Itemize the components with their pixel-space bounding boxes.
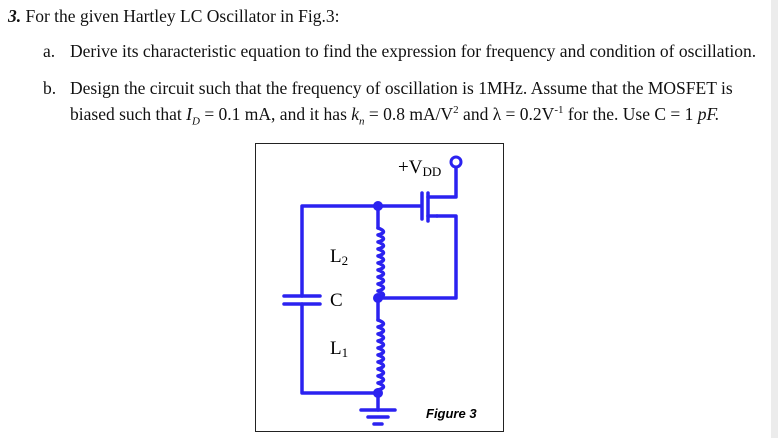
inductor-l1 <box>376 318 386 392</box>
l1-label: L1 <box>330 338 348 360</box>
junction-bottom <box>373 388 383 398</box>
question-stem-text: For the given Hartley LC Oscillator in F… <box>25 6 340 26</box>
pf-unit: pF. <box>697 103 720 124</box>
wire-left-top <box>300 204 380 298</box>
junction-mid <box>373 293 383 303</box>
lambda-exp: -1 <box>554 104 564 116</box>
kn-value: = 0.8 mA/V <box>364 103 454 124</box>
kn-sub: n <box>359 115 365 128</box>
part-b-line1-text: Design the circuit such that the frequen… <box>70 78 733 98</box>
mosfet-drain-wire <box>426 166 458 199</box>
figure-caption: Figure 3 <box>426 406 477 421</box>
vdd-label: +VDD <box>398 157 441 179</box>
part-b-line1: b. Design the circuit such that the frequ… <box>43 77 733 99</box>
c-label: C <box>330 290 343 311</box>
part-a: a. Derive its characteristic equation to … <box>43 40 756 62</box>
question-stem: 3. For the given Hartley LC Oscillator i… <box>8 5 339 27</box>
question-number: 3. <box>8 6 22 26</box>
part-b-prefix: biased such that <box>70 103 187 124</box>
figure-frame <box>255 143 504 432</box>
scroll-edge <box>771 0 778 438</box>
kn-var: k <box>351 103 360 124</box>
part-a-label: a. <box>43 41 56 61</box>
part-a-text: Derive its characteristic equation to fi… <box>70 41 757 61</box>
junction-top <box>373 201 383 211</box>
kn-exp: 2 <box>453 104 459 116</box>
vdd-terminal <box>449 155 463 169</box>
id-value: = 0.1 mA, and it has <box>199 103 352 124</box>
wire-left-bottom <box>300 302 380 395</box>
id-sub: D <box>191 115 200 128</box>
l2-label: L2 <box>330 246 348 268</box>
lambda-text: and λ = 0.2V <box>458 103 555 124</box>
part-b-label: b. <box>43 78 57 98</box>
wire-source-feedback <box>376 214 458 300</box>
id-var: I <box>186 103 192 124</box>
inductor-l2 <box>376 226 386 300</box>
part-b-line2: biased such that ID = 0.1 mA, and it has… <box>70 99 719 132</box>
tail-text: for the. Use C = 1 <box>563 103 698 124</box>
